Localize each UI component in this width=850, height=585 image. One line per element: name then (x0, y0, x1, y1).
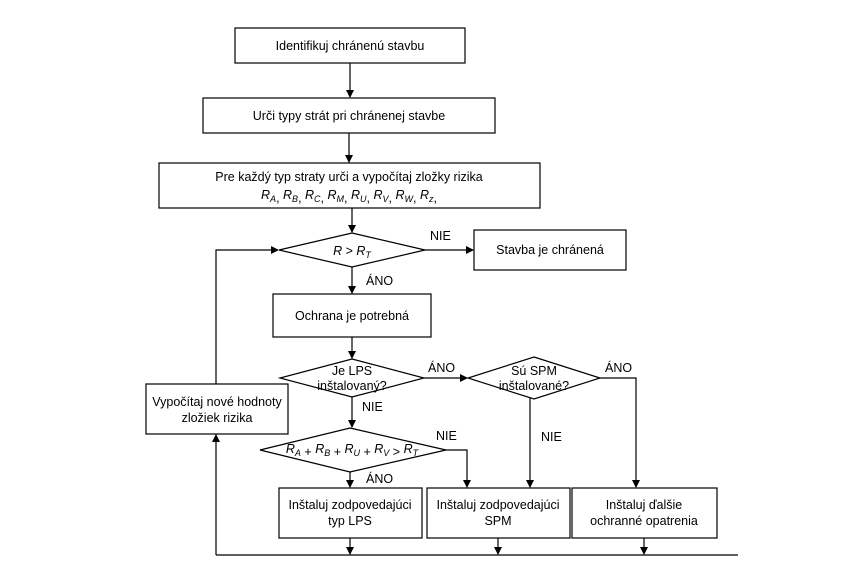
formula-subscript: B (292, 194, 298, 204)
label-no-lps: NIE (362, 400, 383, 414)
formula-subscript: V (383, 448, 390, 458)
decision-sum-text: RA + RB + RU + RV > RT (286, 442, 420, 459)
formula-term: R (395, 188, 404, 202)
formula-term: R (374, 442, 383, 456)
step-recompute-line2: zložiek rizika (182, 411, 253, 425)
formula-subscript: U (354, 448, 361, 458)
formula-separator: , (276, 191, 283, 205)
formula-separator: , (367, 191, 374, 205)
decision-spm-line1: Sú SPM (511, 364, 557, 378)
formula-term: R (261, 188, 270, 202)
arrow-spm-yes-to-other (600, 377, 640, 488)
step-install-other-line2: ochranné opatrenia (590, 514, 698, 528)
formula-separator: , (433, 191, 436, 205)
formula-subscript: V (383, 194, 390, 204)
decision-lps: Je LPS inštalovaný? (277, 358, 427, 398)
step-protection-needed: Ochrana je potrebná (272, 293, 432, 338)
formula-separator: , (413, 191, 420, 205)
step-install-spm-line2: SPM (484, 514, 511, 528)
step-install-other: Inštaluj ďalšie ochranné opatrenia (571, 487, 718, 539)
formula-operator: > (389, 445, 403, 459)
formula-separator: , (344, 191, 351, 205)
decision-spm: Sú SPM inštalované? (466, 356, 602, 400)
step-loss-types: Urči typy strát pri chránenej stavbe (202, 97, 496, 134)
step-recompute: Vypočítaj nové hodnoty zložiek rizika (145, 383, 289, 435)
step-install-lps: Inštaluj zodpovedajúci typ LPS (278, 487, 423, 539)
label-no-risk: NIE (430, 229, 451, 243)
label-yes-lps: ÁNO (428, 360, 455, 375)
formula-separator: , (298, 191, 305, 205)
step-recompute-line1: Vypočítaj nové hodnoty (152, 395, 282, 409)
label-yes-risk: ÁNO (366, 273, 393, 288)
step-install-other-line1: Inštaluj ďalšie (606, 498, 683, 512)
formula-term: R (283, 188, 292, 202)
step-install-spm-line1: Inštaluj zodpovedajúci (437, 498, 560, 512)
feedback-recompute-to-decision (215, 246, 279, 384)
formula-subscript: C (314, 194, 321, 204)
formula-term: R (373, 188, 382, 202)
formula-subscript: U (360, 194, 367, 204)
step-install-spm: Inštaluj zodpovedajúci SPM (426, 487, 571, 539)
step-protected: Stavba je chránená (473, 229, 627, 271)
formula-term: R (404, 442, 413, 456)
formula-term: R (305, 188, 314, 202)
formula-operator: + (360, 445, 374, 459)
label-yes-sum: ÁNO (366, 471, 393, 486)
step-identify: Identifikuj chránenú stavbu (234, 27, 466, 64)
formula-separator: , (321, 191, 328, 205)
step-install-lps-line1: Inštaluj zodpovedajúci (289, 498, 412, 512)
arrow-sum-no-to-install-spm (446, 449, 471, 488)
step-loss-types-text: Urči typy strát pri chránenej stavbe (253, 109, 445, 123)
formula-subscript: T (413, 448, 420, 458)
step-risk-line2: RA, RB, RC, RM, RU, RV, RW, Rz, (261, 188, 437, 205)
formula-operator: + (330, 445, 344, 459)
step-risk-line1: Pre každý typ straty urči a vypočítaj zl… (215, 170, 482, 184)
formula-term: R (344, 442, 353, 456)
step-protected-text: Stavba je chránená (496, 243, 604, 257)
label-yes-spm: ÁNO (605, 360, 632, 375)
decision-lps-line2: inštalovaný? (317, 379, 387, 393)
formula-subscript: A (294, 448, 301, 458)
decision-lps-line1: Je LPS (332, 364, 372, 378)
step-identify-text: Identifikuj chránenú stavbu (276, 39, 425, 53)
formula-term: R (315, 442, 324, 456)
step-protection-needed-text: Ochrana je potrebná (295, 309, 409, 323)
formula-subscript: z (428, 194, 434, 204)
formula-subscript: W (405, 194, 415, 204)
formula-separator: , (389, 191, 396, 205)
decision-risk-text: R > RT (333, 244, 372, 260)
label-no-sum: NIE (436, 429, 457, 443)
formula-term: R (420, 188, 429, 202)
label-no-spm: NIE (541, 430, 562, 444)
formula-term: R (351, 188, 360, 202)
formula-term: R (328, 188, 337, 202)
formula-subscript: M (337, 194, 345, 204)
step-risk-components: Pre každý typ straty urči a vypočítaj zl… (158, 162, 541, 209)
formula-subscript: A (269, 194, 276, 204)
decision-spm-line2: inštalované? (499, 379, 569, 393)
step-install-lps-line2: typ LPS (328, 514, 372, 528)
decision-risk: R > RT (278, 232, 426, 268)
formula-subscript: B (324, 448, 330, 458)
decision-sum: RA + RB + RU + RV > RT (259, 427, 447, 473)
formula-term: R (286, 442, 295, 456)
formula-operator: + (301, 445, 315, 459)
